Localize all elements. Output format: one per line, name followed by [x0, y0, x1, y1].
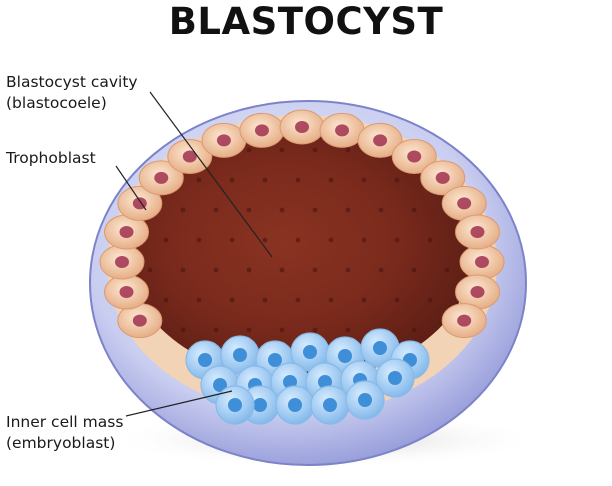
cavity-cell-dot [213, 327, 219, 333]
cavity-cell-dot [427, 297, 433, 303]
inner-cell-mass-cell [310, 385, 350, 425]
label-blastocyst-cavity: Blastocyst cavity (blastocoele) [6, 72, 138, 114]
cavity-cell-dot [378, 267, 384, 273]
cavity-cell-dot [262, 237, 268, 243]
label-trophoblast: Trophoblast [6, 148, 96, 169]
inner-cell-mass-cell [345, 380, 385, 420]
label-inner-cell-mass-line1: Inner cell mass [6, 413, 124, 431]
cavity-cell-dot [147, 147, 153, 153]
cavity-cell-dot [411, 267, 417, 273]
cavity-cell-dot [328, 237, 334, 243]
trophoblast-cells [99, 109, 505, 339]
cavity-cell-dot [229, 177, 235, 183]
cavity-cell-dot [246, 327, 252, 333]
cavity-cell-dot [394, 177, 400, 183]
cavity-cell-dot [213, 207, 219, 213]
cavity-cell-dot [345, 267, 351, 273]
label-blastocyst-cavity-line1: Blastocyst cavity [6, 73, 138, 91]
cavity-cell-dot [394, 297, 400, 303]
trophoblast-cell [167, 138, 213, 174]
inner-cell-mass-cell [215, 385, 255, 425]
trophoblast-cell [117, 185, 163, 221]
cavity-cell-dot [295, 177, 301, 183]
cavity-cell-dot [180, 207, 186, 213]
trophoblast-leader-line [115, 165, 147, 211]
page-title: BLASTOCYST [168, 0, 444, 43]
cavity-cell-dot [328, 177, 334, 183]
cavity-cell-dot [246, 207, 252, 213]
cavity-cell-dot [196, 177, 202, 183]
cavity-cell-dot [147, 267, 153, 273]
trophoblast-cell [99, 244, 145, 280]
cavity-cell-dot [312, 267, 318, 273]
cavity-cell-dot [279, 327, 285, 333]
trophoblast-cell [357, 122, 403, 158]
cavity-cell-dot [345, 327, 351, 333]
cavity-cell-dot [229, 237, 235, 243]
cavity-cell-dot [328, 297, 334, 303]
cavity-cell-dot [229, 297, 235, 303]
label-inner-cell-mass-line2: (embryoblast) [6, 434, 116, 452]
cavity-cell-dot [312, 207, 318, 213]
cavity-cell-dot [262, 297, 268, 303]
trophoblast-cell [459, 244, 505, 280]
cavity-leader-line [149, 91, 273, 258]
cavity-cell-dot [246, 267, 252, 273]
cavity-cell-dot [196, 297, 202, 303]
trophoblast-cell [201, 122, 247, 158]
trophoblast-cell [279, 109, 325, 145]
trophoblast-cell [420, 160, 466, 196]
trophoblast-cell [319, 112, 365, 148]
cavity-cell-dot [427, 237, 433, 243]
inner-cell-mass-cell [275, 385, 315, 425]
cavity-cell-dot [163, 297, 169, 303]
cavity-cell-dot [312, 147, 318, 153]
trophoblast-cell [454, 274, 500, 310]
trophoblast-cell [441, 303, 487, 339]
trophoblast-cell [117, 303, 163, 339]
cavity-cell-dot [361, 177, 367, 183]
inner-cell-mass-cell [375, 358, 415, 398]
cavity-cell-dot [411, 327, 417, 333]
label-inner-cell-mass: Inner cell mass (embryoblast) [6, 412, 123, 454]
blastocyst-cavity [128, 130, 472, 380]
cavity-cell-dot [196, 237, 202, 243]
cavity-cell-dot [394, 237, 400, 243]
trophoblast-cell [454, 214, 500, 250]
inner-cell-mass-cells [185, 328, 430, 425]
cavity-cell-dot [180, 327, 186, 333]
cavity-cell-dot [279, 147, 285, 153]
cavity-cell-dot [345, 207, 351, 213]
cavity-cell-dot [295, 297, 301, 303]
cavity-cell-dot [444, 267, 450, 273]
cavity-cell-dot [295, 237, 301, 243]
cavity-cell-dot [378, 207, 384, 213]
cavity-cell-dot [279, 207, 285, 213]
cavity-cell-dot [411, 207, 417, 213]
trophoblast-cell [391, 138, 437, 174]
cavity-cell-dot [361, 297, 367, 303]
icm-leader-line [125, 390, 233, 417]
trophoblast-cell [104, 274, 150, 310]
cavity-cell-dot [262, 177, 268, 183]
trophoblast-cell [138, 160, 184, 196]
cavity-cell-dot [361, 237, 367, 243]
cavity-cell-dot [163, 237, 169, 243]
trophoblast-cell [239, 112, 285, 148]
cavity-cell-dot [345, 147, 351, 153]
label-trophoblast-line1: Trophoblast [6, 149, 96, 167]
label-blastocyst-cavity-line2: (blastocoele) [6, 94, 107, 112]
cavity-cell-dot [246, 147, 252, 153]
cavity-cell-dot [213, 267, 219, 273]
cavity-cell-dot [279, 267, 285, 273]
cavity-cell-dot [312, 327, 318, 333]
cavity-cell-dot [180, 267, 186, 273]
